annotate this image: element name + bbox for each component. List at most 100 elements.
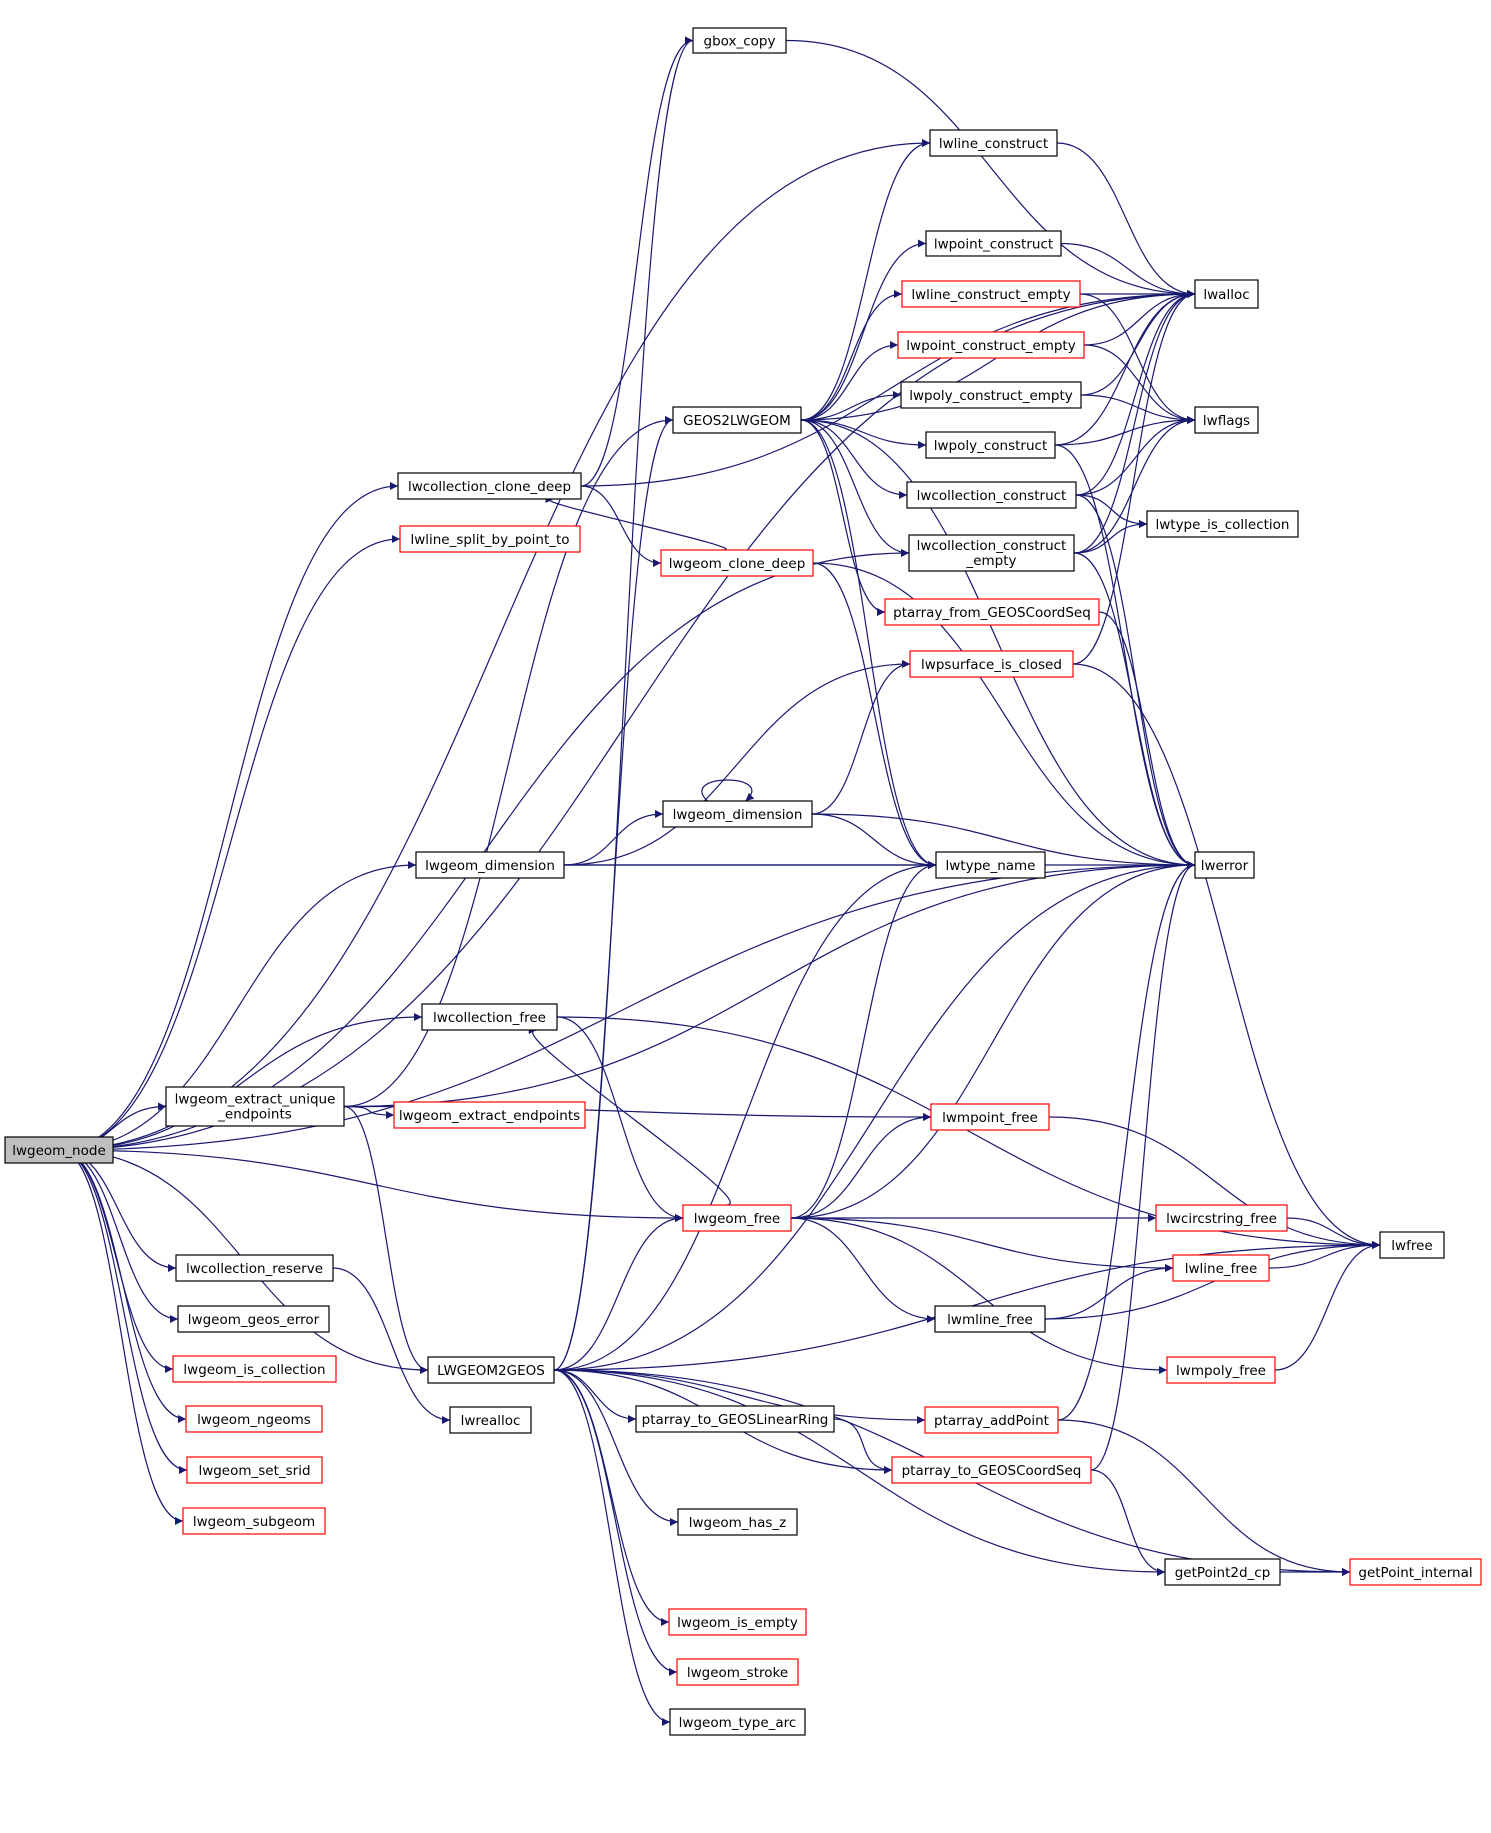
edge-lwgeom-node-to-lwgeom-set-srid: [59, 1149, 188, 1474]
node-ptarray-from-geoscoordseq[interactable]: ptarray_from_GEOSCoordSeq: [884, 598, 1100, 626]
node-lwgeom-dimension-inner[interactable]: lwgeom_dimension: [662, 800, 813, 828]
node-lwpoly-construct-empty[interactable]: lwpoly_construct_empty: [900, 381, 1082, 409]
edge-gbox-copy-to-lwalloc: [785, 39, 1196, 298]
node-label: lwmline_free: [947, 1312, 1033, 1328]
node-lwgeom-extract-unique-endpoints[interactable]: lwgeom_extract_unique_endpoints: [165, 1086, 345, 1127]
node-box: [182, 1507, 326, 1535]
node-label: lwcollection_reserve: [186, 1261, 323, 1277]
node-geos2lwgeom[interactable]: GEOS2LWGEOM: [672, 406, 802, 434]
edge-lwpoint-construct-to-lwalloc: [1060, 242, 1196, 298]
node-lwgeom-is-collection[interactable]: lwgeom_is_collection: [172, 1355, 337, 1383]
node-gbox-copy[interactable]: gbox_copy: [692, 27, 787, 54]
edge-lwmpoint-free-to-lwfree: [1048, 1116, 1381, 1249]
node-lwgeom-geos-error[interactable]: lwgeom_geos_error: [177, 1305, 330, 1333]
node-lwgeom-clone-deep[interactable]: lwgeom_clone_deep: [660, 549, 814, 577]
edge-lwgeom-free-to-lwerror: [790, 861, 1196, 1219]
node-lwcollection-clone-deep[interactable]: lwcollection_clone_deep: [397, 472, 582, 500]
node-lwcircstring-free[interactable]: lwcircstring_free: [1155, 1204, 1288, 1232]
edge-lwcollection-construct-empty-to-lwflags: [1073, 416, 1196, 554]
edge-lwgeom2geos-to-lwgeom-type-arc: [553, 1369, 671, 1726]
node-box: [662, 800, 813, 828]
node-box: [1166, 1356, 1276, 1384]
node-lwgeom-stroke[interactable]: lwgeom_stroke: [676, 1658, 799, 1686]
edge-lwgeom2geos-to-gbox-copy: [553, 36, 694, 1371]
node-label: lwpoint_construct: [934, 237, 1053, 253]
node-lwfree[interactable]: lwfree: [1379, 1231, 1445, 1259]
node-lwgeom-extract-endpoints[interactable]: lwgeom_extract_endpoints: [393, 1101, 586, 1129]
node-ptarray-to-geoslinearring[interactable]: ptarray_to_GEOSLinearRing: [635, 1405, 835, 1433]
edge-lwgeom2geos-to-lwgeom-has-z: [553, 1369, 679, 1526]
node-lwgeom-ngeoms[interactable]: lwgeom_ngeoms: [185, 1405, 323, 1433]
node-lwpoint-construct[interactable]: lwpoint_construct: [925, 230, 1062, 257]
node-box: [672, 406, 802, 434]
node-lwrealloc[interactable]: lwrealloc: [449, 1406, 532, 1434]
node-label: lwpoly_construct_empty: [909, 388, 1073, 404]
node-lwcollection-reserve[interactable]: lwcollection_reserve: [175, 1254, 334, 1282]
node-label: lwgeom_ngeoms: [197, 1412, 311, 1428]
node-label: lwgeom_is_collection: [183, 1362, 325, 1378]
node-getpoint-internal[interactable]: getPoint_internal: [1349, 1558, 1482, 1586]
node-lwgeom-is-empty[interactable]: lwgeom_is_empty: [668, 1608, 807, 1636]
node-label: lwgeom_dimension: [673, 807, 803, 823]
node-lwline-split-by-point-to[interactable]: lwline_split_by_point_to: [399, 525, 581, 553]
edge-lwcollection-clone-deep-to-gbox-copy: [580, 36, 694, 487]
node-lwgeom2geos[interactable]: LWGEOM2GEOS: [427, 1356, 555, 1384]
node-getpoint2d-cp[interactable]: getPoint2d_cp: [1164, 1558, 1281, 1586]
edge-geos2lwgeom-to-lwtype-name: [800, 419, 937, 869]
node-box: [909, 650, 1074, 678]
edge-lwmline-free-to-lwfree: [1044, 1241, 1381, 1320]
node-lwgeom-dimension[interactable]: lwgeom_dimension: [415, 851, 565, 879]
node-lwalloc[interactable]: lwalloc: [1194, 279, 1259, 309]
node-lwgeom-free[interactable]: lwgeom_free: [682, 1204, 792, 1232]
node-box: [449, 1406, 532, 1434]
node-box: [929, 129, 1058, 157]
node-label: lwfree: [1391, 1238, 1432, 1254]
node-label: lwline_construct: [939, 136, 1048, 152]
edge-geos2lwgeom-to-lwcollection-construct-empty: [800, 419, 910, 557]
node-box: [185, 1405, 323, 1433]
node-label: lwpsurface_is_closed: [921, 657, 1062, 673]
node-lwgeom-node[interactable]: lwgeom_node: [4, 1136, 114, 1164]
node-lwpsurface-is-closed[interactable]: lwpsurface_is_closed: [909, 650, 1074, 678]
node-lwgeom-subgeom[interactable]: lwgeom_subgeom: [182, 1507, 326, 1535]
node-ptarray-addpoint[interactable]: ptarray_addPoint: [924, 1406, 1059, 1434]
edge-lwcollection-reserve-to-lwrealloc: [332, 1267, 451, 1424]
node-lwmpoint-free[interactable]: lwmpoint_free: [930, 1103, 1050, 1131]
node-box: [1379, 1231, 1445, 1259]
node-lwcollection-construct-empty[interactable]: lwcollection_construct_empty: [908, 534, 1075, 572]
node-box: [900, 381, 1082, 409]
node-lwline-free[interactable]: lwline_free: [1172, 1254, 1270, 1282]
node-lwerror[interactable]: lwerror: [1194, 851, 1255, 879]
edge-lwgeom2geos-to-lwtype-name: [553, 861, 937, 1371]
edge-lwgeom-clone-deep-to-lwtype-name: [812, 562, 937, 869]
node-lwpoint-construct-empty[interactable]: lwpoint_construct_empty: [897, 331, 1085, 359]
node-ptarray-to-geoscoordseq[interactable]: ptarray_to_GEOSCoordSeq: [891, 1456, 1092, 1484]
node-lwflags[interactable]: lwflags: [1194, 406, 1259, 434]
edge-lwgeom-clone-deep-to-lwerror: [812, 562, 1196, 869]
node-lwline-construct-empty[interactable]: lwline_construct_empty: [901, 280, 1081, 308]
node-lwmline-free[interactable]: lwmline_free: [934, 1305, 1046, 1333]
edge-lwgeom-free-to-lwmline-free: [790, 1217, 936, 1323]
node-lwpoly-construct[interactable]: lwpoly_construct: [925, 431, 1056, 459]
node-box: [682, 1204, 792, 1232]
edge-lwcollection-construct-to-lwflags: [1075, 416, 1196, 496]
edge-lwgeom-node-to-lwline-construct: [59, 139, 931, 1151]
edge-lwgeom-node-to-lwcollection-clone-deep: [59, 482, 399, 1151]
edge-ptarray-from-geoscoordseq-to-lwerror: [1098, 611, 1196, 869]
node-lwgeom-has-z[interactable]: lwgeom_has_z: [677, 1508, 798, 1536]
node-lwtype-name[interactable]: lwtype_name: [935, 851, 1046, 879]
node-label: gbox_copy: [704, 34, 776, 50]
node-lwline-construct[interactable]: lwline_construct: [929, 129, 1058, 157]
node-lwgeom-type-arc[interactable]: lwgeom_type_arc: [669, 1708, 806, 1736]
node-lwcollection-construct[interactable]: lwcollection_construct: [906, 481, 1077, 509]
edge-lwgeom-free-to-lwline-free: [790, 1217, 1174, 1272]
edge-geos2lwgeom-to-ptarray-from-geoscoordseq: [800, 419, 886, 616]
node-lwtype-is-collection[interactable]: lwtype_is_collection: [1146, 510, 1299, 538]
node-label: lwcollection_construct: [917, 488, 1067, 504]
node-lwgeom-set-srid[interactable]: lwgeom_set_srid: [186, 1456, 323, 1484]
edge-lwgeom-node-to-lwgeom-free: [59, 1149, 684, 1222]
edge-lwcollection-clone-deep-to-lwgeom-clone-deep: [580, 485, 662, 567]
node-label: lwflags: [1203, 413, 1250, 429]
node-lwmpoly-free[interactable]: lwmpoly_free: [1166, 1356, 1276, 1384]
node-lwcollection-free[interactable]: lwcollection_free: [421, 1003, 558, 1031]
